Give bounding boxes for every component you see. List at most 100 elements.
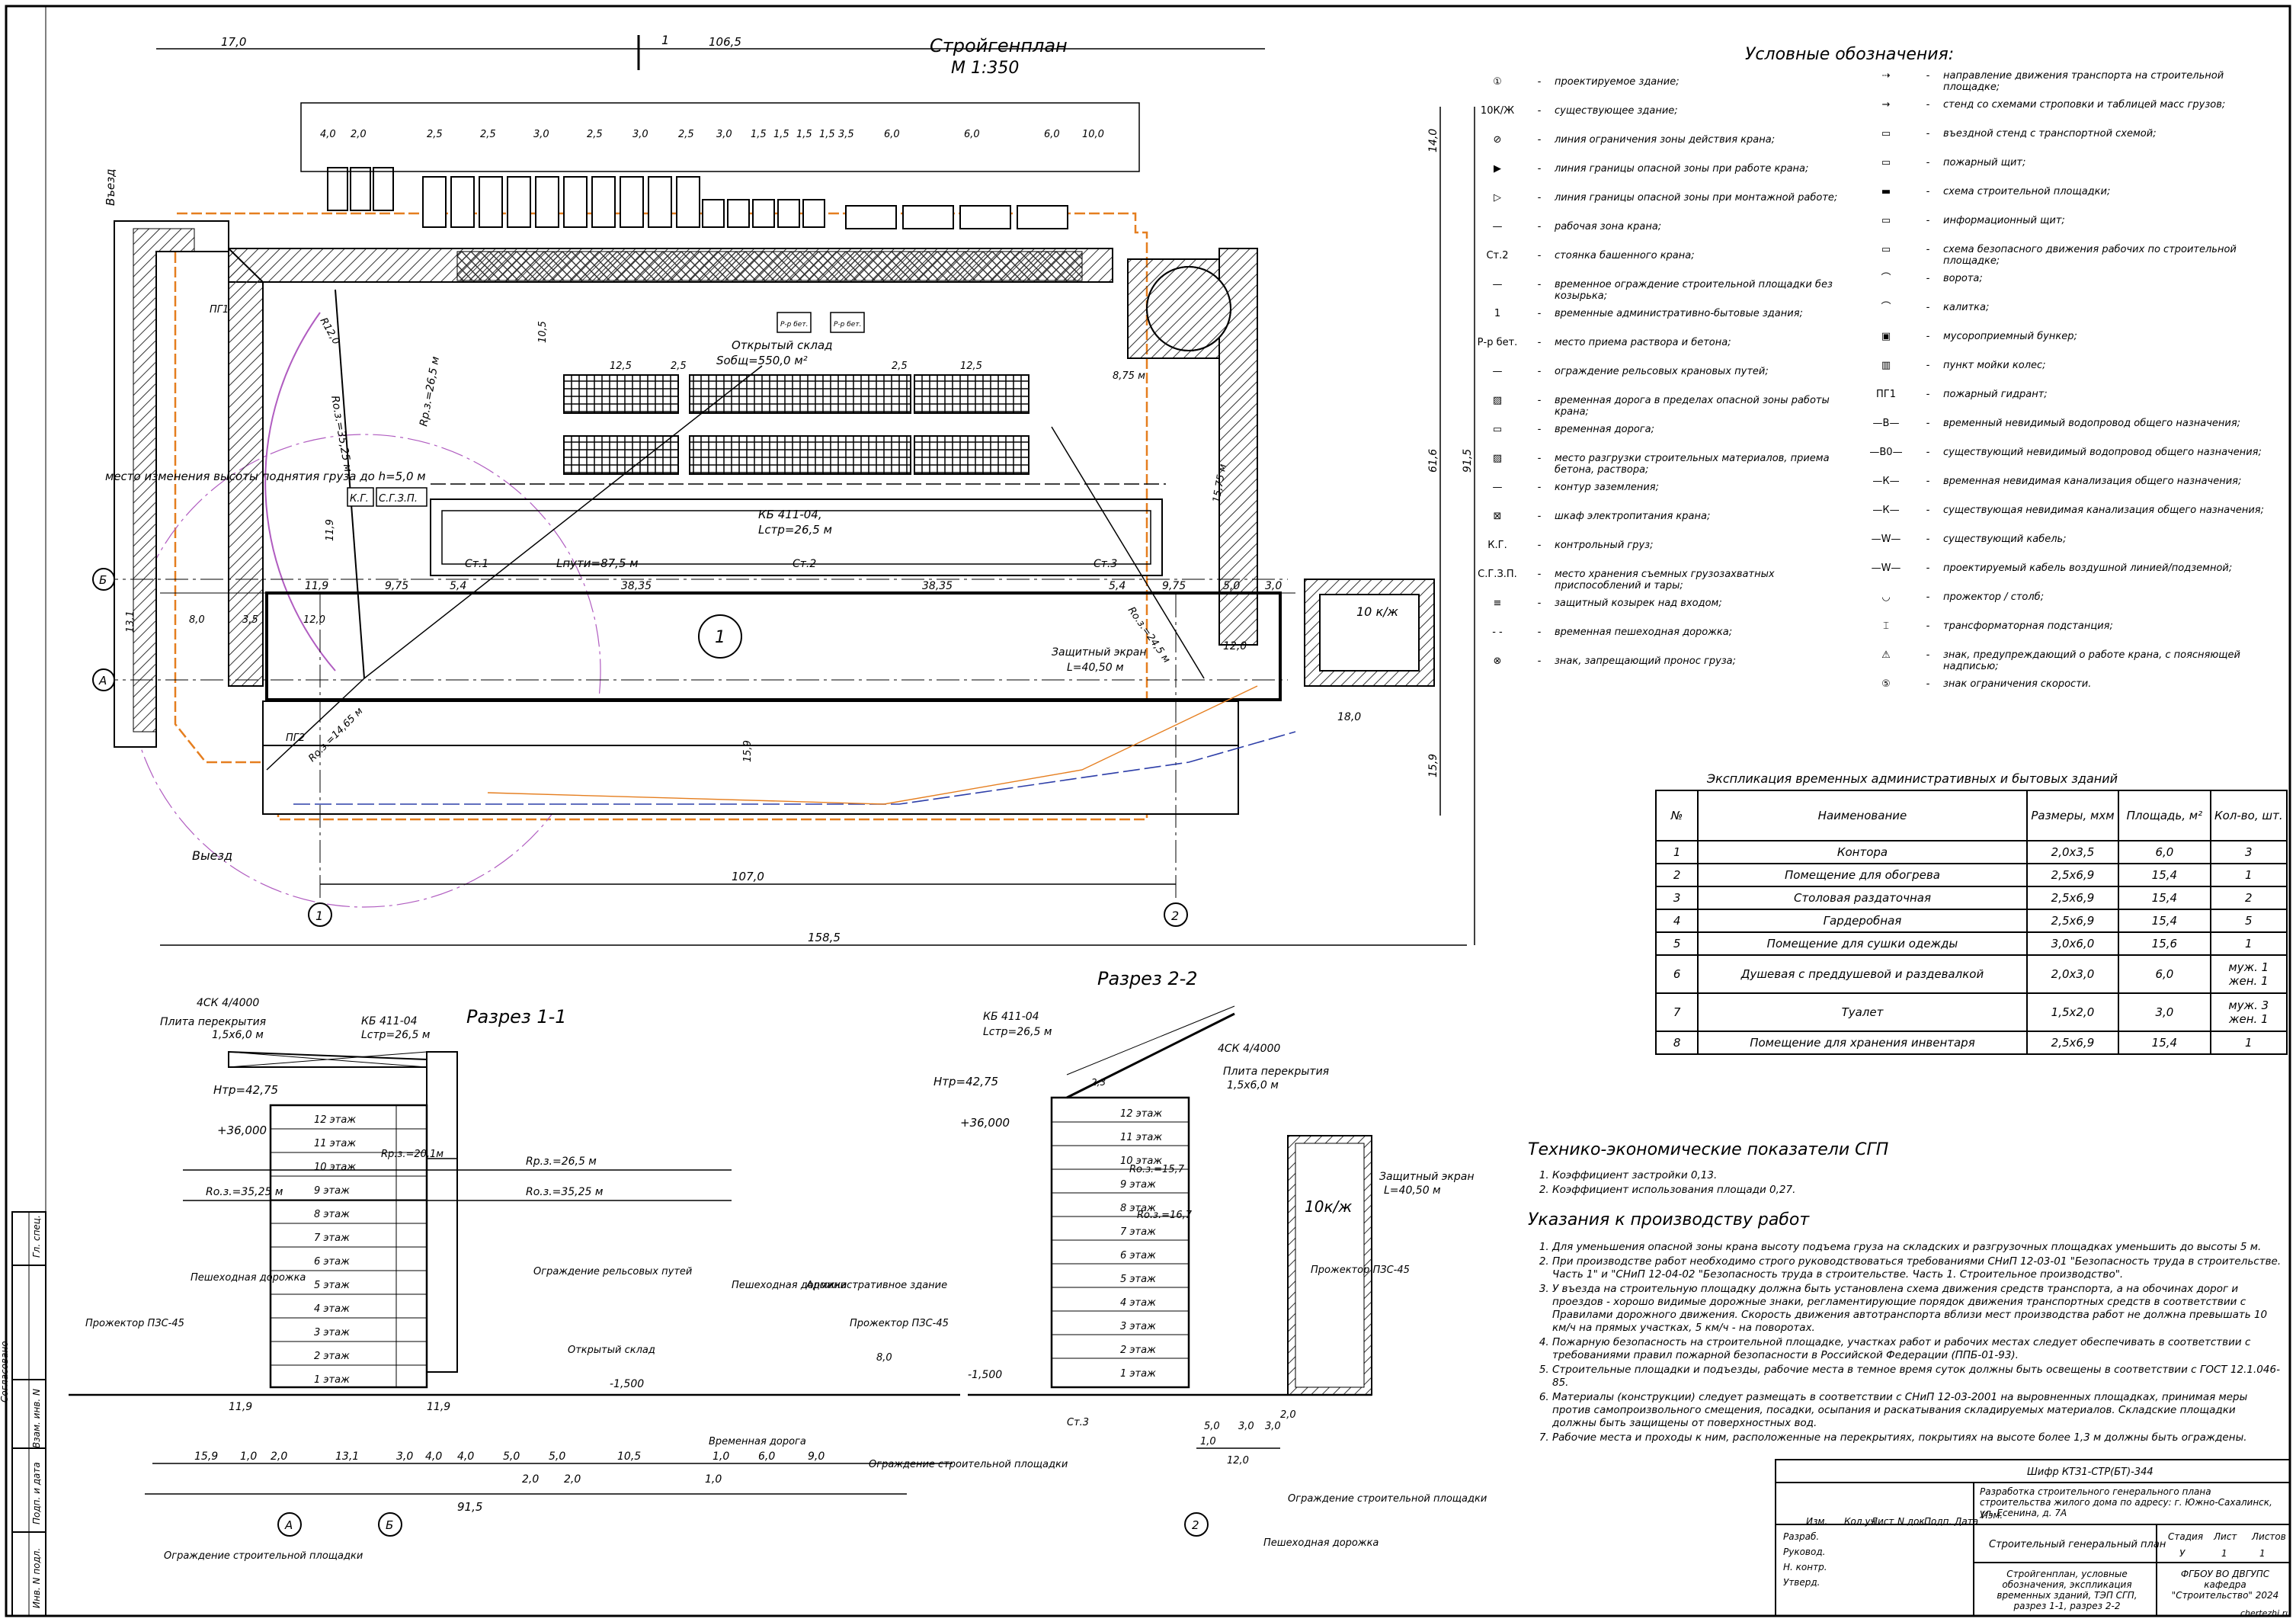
legend-dash: - <box>1537 192 1542 204</box>
svg-text:11,9: 11,9 <box>325 519 336 541</box>
legend-label: ворота; <box>1943 273 1983 284</box>
legend-label: прожектор / столб; <box>1943 591 2045 603</box>
table-cell: 5 <box>2209 909 2288 933</box>
svg-text:Разраб.: Разраб. <box>1783 1531 1819 1542</box>
legend-item: —К—-существующая невидимая канализация о… <box>1859 505 2286 516</box>
svg-text:chertezhi.ru: chertezhi.ru <box>2240 1608 2291 1618</box>
legend-symbol: —К— <box>1872 476 1900 487</box>
svg-text:13,1: 13,1 <box>125 611 136 633</box>
svg-text:3,0: 3,0 <box>1238 1421 1254 1432</box>
legend-item: —-рабочая зона крана; <box>1471 221 1882 232</box>
svg-text:С.Г.З.П.: С.Г.З.П. <box>379 493 418 505</box>
legend-label: ограждение рельсовых крановых путей; <box>1555 366 1769 377</box>
svg-text:12,0: 12,0 <box>1223 640 1247 652</box>
svg-text:Открытый склад: Открытый склад <box>732 338 833 352</box>
table-cell: 3 <box>2209 840 2288 864</box>
list-item: Для уменьшения опасной зоны крана высоту… <box>1552 1241 2282 1254</box>
svg-text:14,0: 14,0 <box>1427 129 1439 152</box>
table-cell: Помещение для хранения инвентаря <box>1697 1031 2028 1055</box>
legend-symbol: ▨ <box>1492 453 1503 464</box>
instructions-title: Указания к производству работ <box>1528 1210 1810 1229</box>
legend-symbol: —W— <box>1871 534 1901 545</box>
legend-symbol: —В— <box>1872 418 1900 429</box>
svg-text:ПГ2: ПГ2 <box>286 732 305 744</box>
table-cell: 2,5х6,9 <box>2025 909 2120 933</box>
svg-text:2,5: 2,5 <box>892 361 908 372</box>
svg-text:N док.: N док. <box>1897 1516 1928 1527</box>
svg-text:Подп.: Подп. <box>1924 1516 1952 1527</box>
svg-text:1,5: 1,5 <box>773 129 789 140</box>
legend-label: информационный щит; <box>1943 215 2065 226</box>
svg-text:Ст.3: Ст.3 <box>1094 558 1117 570</box>
legend-item: —W—-проектируемый кабель воздушной линие… <box>1859 563 2286 574</box>
legend-item: К.Г.-контрольный груз; <box>1471 540 1882 551</box>
svg-text:3,0: 3,0 <box>396 1451 413 1463</box>
legend-item: ▭-пожарный щит; <box>1859 157 2286 168</box>
legend-dash: - <box>1537 395 1542 406</box>
legend-dash: - <box>1926 186 1930 197</box>
legend-symbol: → <box>1881 99 1891 111</box>
legend-dash: - <box>1537 134 1542 146</box>
svg-text:11,9: 11,9 <box>305 580 328 592</box>
legend-label: место разгрузки строительных материалов,… <box>1555 453 1830 476</box>
legend-symbol: ⚠ <box>1881 649 1891 661</box>
svg-text:Разрез 2-2: Разрез 2-2 <box>1097 968 1198 989</box>
svg-text:2,0: 2,0 <box>522 1473 539 1486</box>
svg-text:место изменения высоты подняти: место изменения высоты поднятия груза до… <box>105 470 426 483</box>
svg-text:12,0: 12,0 <box>1227 1455 1249 1467</box>
svg-text:Взам. инв. N: Взам. инв. N <box>31 1389 42 1448</box>
svg-text:Кол.уч: Кол.уч <box>1844 1516 1876 1527</box>
svg-text:3,0: 3,0 <box>1265 1421 1281 1432</box>
list-item: Материалы (конструкции) следует размещат… <box>1552 1391 2282 1430</box>
svg-text:Стадия: Стадия <box>2168 1531 2203 1542</box>
svg-text:-1,500: -1,500 <box>968 1369 1002 1381</box>
svg-text:91,5: 91,5 <box>457 1500 482 1514</box>
table-cell: Душевая с преддушевой и раздевалкой <box>1697 954 2028 994</box>
legend-item: - --временная пешеходная дорожка; <box>1471 627 1882 638</box>
legend-symbol: —В0— <box>1869 447 1903 458</box>
legend-label: пожарный гидрант; <box>1943 389 2048 400</box>
legend-item: С.Г.З.П.-место хранения съемных грузозах… <box>1471 569 1882 591</box>
svg-text:1 этаж: 1 этаж <box>314 1374 350 1386</box>
legend-symbol: ▭ <box>1881 215 1891 226</box>
legend-item: ▨-временная дорога в пределах опасной зо… <box>1471 395 1882 418</box>
legend-item: ①-проектируемое здание; <box>1471 76 1882 88</box>
legend-item: ⌶-трансформаторная подстанция; <box>1859 620 2286 632</box>
legend-symbol: ПГ1 <box>1876 389 1896 400</box>
legend-item: —-временное ограждение строительной площ… <box>1471 279 1882 302</box>
svg-text:4 этаж: 4 этаж <box>314 1303 350 1315</box>
table-cell: Контора <box>1697 840 2028 864</box>
table-cell: 3 <box>1654 886 1699 910</box>
legend-item: ▭-въездной стенд с транспортной схемой; <box>1859 128 2286 139</box>
svg-text:2: 2 <box>1192 1518 1199 1532</box>
svg-text:6,0: 6,0 <box>964 129 980 140</box>
legend-dash: - <box>1926 447 1930 458</box>
legend-label: пункт мойки колес; <box>1943 360 2046 371</box>
svg-text:5,4: 5,4 <box>1109 580 1126 592</box>
svg-text:9 этаж: 9 этаж <box>314 1185 350 1197</box>
table-cell: Помещение для сушки одежды <box>1697 931 2028 956</box>
svg-text:L=40,50 м: L=40,50 м <box>1384 1184 1441 1197</box>
stamp-contents: Стройгенплан, условные обозначения, эксп… <box>1997 1569 2137 1611</box>
svg-text:2,0: 2,0 <box>351 129 367 140</box>
svg-text:15,9: 15,9 <box>742 740 754 762</box>
table-cell: 15,6 <box>2118 931 2211 956</box>
svg-text:Въезд: Въезд <box>104 169 117 206</box>
legend-dash: - <box>1537 279 1542 290</box>
svg-text:6,0: 6,0 <box>884 129 900 140</box>
legend-symbol: ⊘ <box>1493 134 1502 146</box>
legend-label: проектируемый кабель воздушной линией/по… <box>1943 563 2233 574</box>
explication-title: Экспликация временных административных и… <box>1707 771 2118 786</box>
table-cell: 1,5х2,0 <box>2025 992 2120 1032</box>
legend-label: временная невидимая канализация общего н… <box>1943 476 2242 487</box>
legend-dash: - <box>1926 128 1930 139</box>
svg-text:Пешеходная дорожка: Пешеходная дорожка <box>732 1280 847 1291</box>
legend-right: ⇢-направление движения транспорта на стр… <box>1859 70 2286 741</box>
legend-symbol: ▭ <box>1881 244 1891 255</box>
list-item: Коэффициент застройки 0,13. <box>1552 1169 2282 1182</box>
legend-label: защитный козырек над входом; <box>1555 598 1722 609</box>
table-cell: 2,5х6,9 <box>2025 1031 2120 1055</box>
legend-item: 10К/Ж-существующее здание; <box>1471 105 1882 117</box>
table-cell: 2 <box>2209 886 2288 910</box>
legend-dash: - <box>1926 476 1930 487</box>
